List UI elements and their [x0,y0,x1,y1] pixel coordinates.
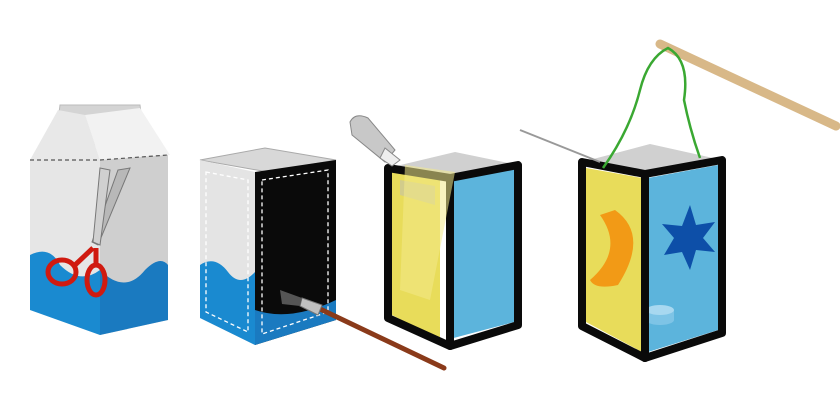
scissors-icon [45,167,131,298]
candle-icon [646,305,674,325]
paintbrush-icon [280,290,447,371]
hanging-string [601,46,702,169]
step-2-painted-carton [199,147,447,371]
wooden-stick [655,39,840,131]
step-1-milk-carton [30,104,170,335]
needle-icon [519,129,601,163]
step-4-finished-lantern [519,39,840,362]
moon-icon [590,210,634,287]
step-3-frame-with-panes [349,115,522,350]
star-icon [662,205,715,270]
glue-tube-icon [349,115,401,167]
